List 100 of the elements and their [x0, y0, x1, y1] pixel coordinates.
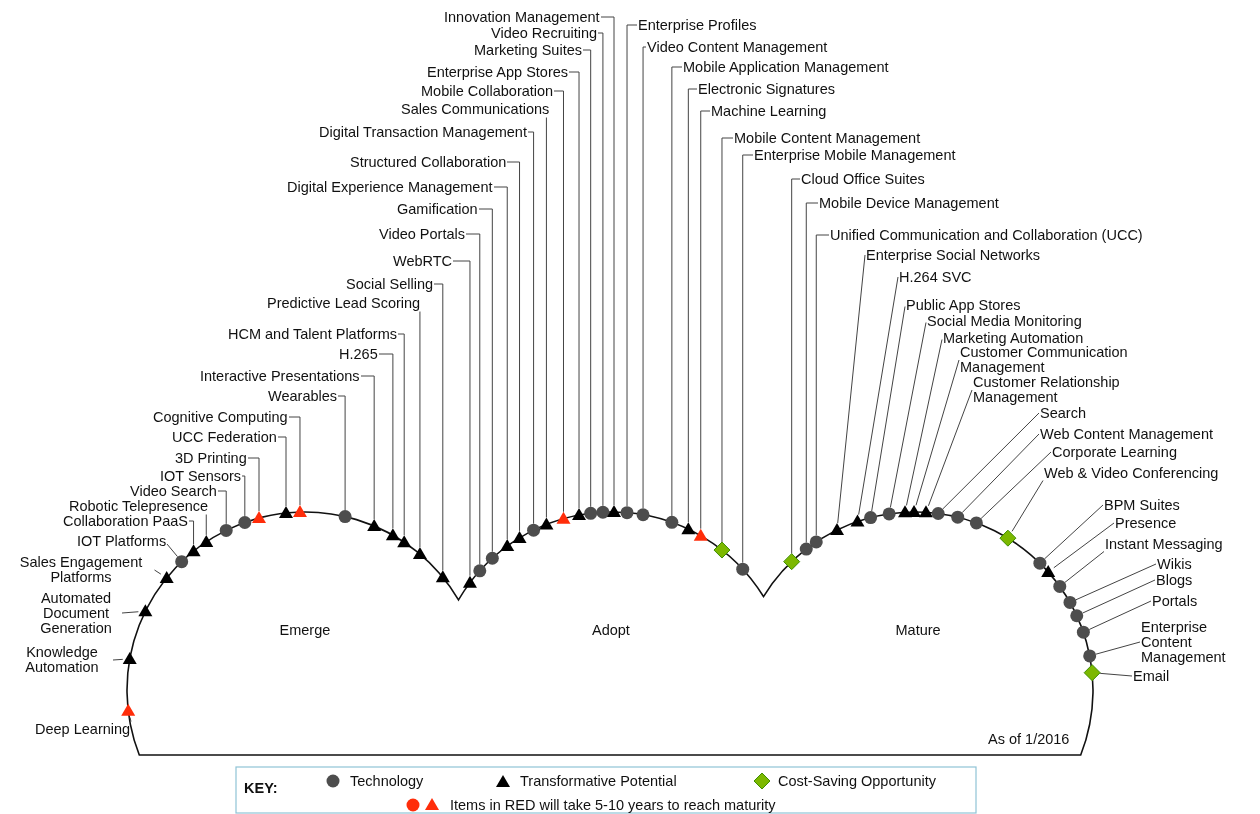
leader-line: [506, 161, 521, 532]
triangle-marker: [607, 505, 621, 517]
triangle-marker: [279, 506, 293, 518]
triangle-marker: [186, 544, 201, 557]
legend-text: Items in RED will take 5-10 years to reach maturity: [450, 797, 776, 813]
triangle-marker: [412, 547, 427, 560]
technology-label: Electronic Signatures: [698, 81, 835, 97]
technology-label: Marketing Automation: [943, 330, 1084, 346]
leader-line: [247, 457, 260, 512]
technology-label: Sales Communications: [401, 101, 550, 117]
technology-label: Video Content Management: [647, 39, 828, 55]
triangle-marker: [539, 517, 554, 530]
leader-line: [568, 71, 580, 509]
triangle-marker: [138, 604, 153, 617]
triangle-marker: [681, 522, 696, 535]
stage-label: Emerge: [279, 622, 331, 638]
leader-line: [927, 389, 973, 507]
leader-line: [600, 16, 615, 506]
leader-line: [961, 433, 1040, 514]
technology-label: Customer Relationship Management: [973, 375, 1163, 405]
leader-line: [360, 375, 375, 520]
leader-line: [166, 543, 179, 558]
technology-label: Video Recruiting: [491, 25, 598, 41]
legend-text: Transformative Potential: [520, 773, 677, 789]
leader-line: [129, 716, 132, 722]
technology-label: Machine Learning: [711, 103, 827, 119]
technology-label: HCM and Talent Platforms: [228, 326, 397, 342]
triangle-marker: [850, 514, 865, 527]
leader-line: [1064, 551, 1105, 583]
triangle-marker: [556, 511, 571, 524]
leader-line: [433, 283, 444, 571]
leader-line: [626, 24, 638, 507]
triangle-marker: [919, 505, 933, 518]
technology-label: Public App Stores: [906, 297, 1021, 313]
leader-line: [980, 451, 1052, 519]
technology-label: Email: [1133, 668, 1170, 684]
technology-label: Wearables: [268, 388, 338, 404]
leader-line: [545, 117, 547, 518]
leader-line: [553, 90, 564, 513]
triangle-marker: [385, 528, 400, 541]
leader-line: [478, 208, 493, 553]
triangle-marker: [435, 570, 450, 583]
technology-label: Gamification: [397, 201, 478, 217]
leader-line: [700, 110, 711, 530]
technology-label: Cloud Office Suites: [801, 171, 925, 187]
technology-label: Interactive Presentations: [200, 368, 360, 384]
triangle-marker: [159, 570, 174, 583]
leader-line: [188, 520, 195, 545]
technology-label: Video Portals: [379, 226, 465, 242]
triangle-marker: [121, 703, 136, 716]
leader-line: [1099, 672, 1133, 677]
leader-line: [582, 49, 592, 508]
technology-label: UCC Federation: [172, 429, 277, 445]
triangle-marker: [500, 539, 515, 552]
technology-label: IOT Sensors: [160, 468, 242, 484]
triangle-marker: [367, 519, 382, 531]
technology-label: Enterprise Mobile Management: [754, 147, 956, 163]
leader-line: [205, 514, 207, 536]
technology-label: Video Search: [130, 483, 217, 499]
leader-line: [493, 186, 508, 540]
leader-line: [397, 333, 405, 536]
technology-label: Marketing Suites: [474, 42, 582, 58]
leader-line: [121, 611, 139, 614]
technology-label: Mobile Application Management: [683, 59, 889, 75]
leader-line: [906, 339, 943, 506]
technology-label: Digital Experience Management: [287, 179, 493, 195]
technology-label: Enterprise Social Networks: [866, 247, 1041, 263]
leader-line: [671, 66, 683, 517]
leader-line: [1044, 504, 1104, 560]
leader-line: [527, 131, 535, 525]
technology-label: Mobile Device Management: [819, 195, 999, 211]
triangle-marker: [572, 508, 586, 521]
triangle-marker: [292, 505, 307, 518]
technology-label: Social Selling: [346, 276, 434, 292]
technology-label: Presence: [1115, 515, 1177, 531]
leader-line: [871, 306, 906, 512]
key-heading: KEY:: [244, 780, 278, 796]
technology-label: BPM Suites: [1104, 497, 1180, 513]
diamond-marker: [1083, 664, 1101, 682]
legend-text: Cost-Saving Opportunity: [778, 773, 936, 789]
technology-label: Social Media Monitoring: [927, 313, 1082, 329]
leader-line: [112, 658, 124, 661]
technology-label: Innovation Management: [444, 9, 600, 25]
leader-line: [1095, 641, 1141, 655]
leader-line: [241, 475, 246, 517]
triangle-marker: [462, 575, 477, 588]
technology-label: Web Content Management: [1040, 426, 1214, 442]
leader-line: [815, 234, 830, 536]
stage-label: Mature: [895, 622, 941, 638]
technology-label: Robotic Telepresence: [69, 498, 209, 514]
leader-line: [805, 202, 819, 544]
technology-label: 3D Printing: [175, 450, 247, 466]
leader-line: [889, 322, 927, 508]
triangle-marker: [397, 535, 412, 548]
leader-line: [837, 254, 866, 524]
technology-label: Blogs: [1156, 572, 1193, 588]
technology-label: H.265: [339, 346, 378, 362]
technology-label: WebRTC: [393, 253, 453, 269]
technology-label: Web & Video Conferencing: [1044, 465, 1219, 481]
leader-line: [742, 154, 754, 564]
